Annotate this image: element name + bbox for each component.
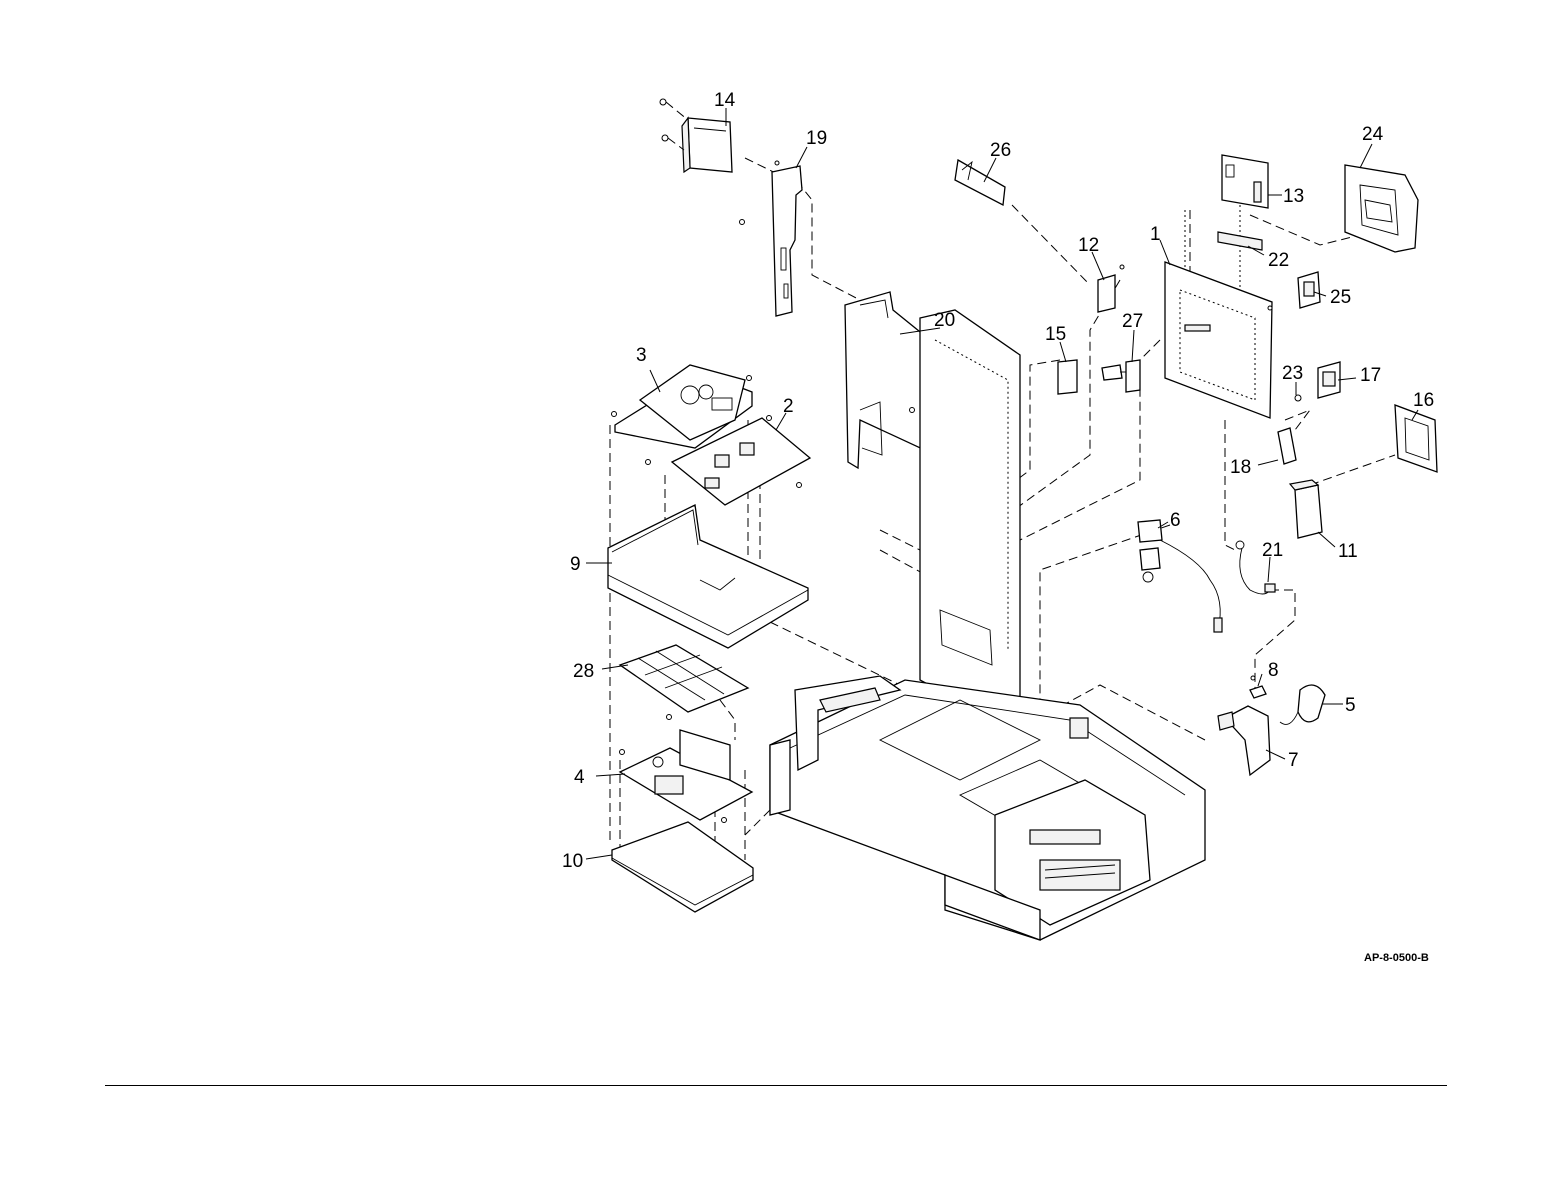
callout-11: 11 bbox=[1338, 541, 1358, 562]
callout-19: 19 bbox=[806, 128, 827, 149]
part-15 bbox=[1058, 360, 1077, 394]
callout-27: 27 bbox=[1122, 311, 1143, 332]
part-24 bbox=[1345, 165, 1418, 252]
callout-9: 9 bbox=[570, 554, 581, 575]
part-22 bbox=[1218, 232, 1262, 250]
callout-8: 8 bbox=[1268, 660, 1279, 681]
part-17 bbox=[1318, 362, 1340, 398]
callout-21: 21 bbox=[1262, 540, 1283, 561]
part-11 bbox=[1290, 480, 1322, 538]
callout-5: 5 bbox=[1345, 695, 1356, 716]
callout-4: 4 bbox=[574, 767, 585, 788]
callout-7: 7 bbox=[1288, 750, 1299, 771]
callout-22: 22 bbox=[1268, 250, 1289, 271]
part-25 bbox=[1298, 272, 1320, 308]
part-4 bbox=[620, 715, 753, 823]
callout-28: 28 bbox=[573, 661, 594, 682]
part-12 bbox=[1098, 265, 1124, 312]
footer-divider bbox=[105, 1085, 1447, 1086]
part-16 bbox=[1395, 405, 1437, 472]
callout-14: 14 bbox=[714, 90, 736, 111]
part-26 bbox=[955, 160, 1005, 205]
part-1 bbox=[1165, 262, 1272, 418]
part-7 bbox=[1218, 706, 1270, 775]
part-9 bbox=[608, 505, 808, 648]
callout-25: 25 bbox=[1330, 287, 1351, 308]
part-23 bbox=[1295, 395, 1301, 401]
callout-10: 10 bbox=[562, 851, 583, 872]
part-5 bbox=[1280, 685, 1325, 724]
part-13 bbox=[1222, 155, 1268, 208]
figure-id: AP-8-0500-B bbox=[1364, 952, 1429, 964]
callout-2: 2 bbox=[783, 396, 794, 417]
callout-1: 1 bbox=[1150, 224, 1161, 245]
callout-6: 6 bbox=[1170, 510, 1181, 531]
callout-15: 15 bbox=[1045, 324, 1066, 345]
callout-12: 12 bbox=[1078, 235, 1099, 256]
callout-16: 16 bbox=[1413, 390, 1434, 411]
part-27 bbox=[1102, 360, 1140, 392]
part-19 bbox=[740, 161, 803, 316]
part-28 bbox=[620, 645, 748, 712]
callout-17: 17 bbox=[1360, 365, 1381, 386]
callout-13: 13 bbox=[1283, 186, 1304, 207]
part-18 bbox=[1278, 428, 1296, 464]
callout-20: 20 bbox=[934, 310, 955, 331]
callout-24: 24 bbox=[1362, 124, 1384, 145]
part-10 bbox=[612, 822, 753, 912]
callout-26: 26 bbox=[990, 140, 1011, 161]
callout-18: 18 bbox=[1230, 457, 1251, 478]
callout-3: 3 bbox=[636, 345, 647, 366]
callout-23: 23 bbox=[1282, 363, 1303, 384]
part-8 bbox=[1250, 676, 1266, 698]
part-6 bbox=[1138, 520, 1222, 632]
